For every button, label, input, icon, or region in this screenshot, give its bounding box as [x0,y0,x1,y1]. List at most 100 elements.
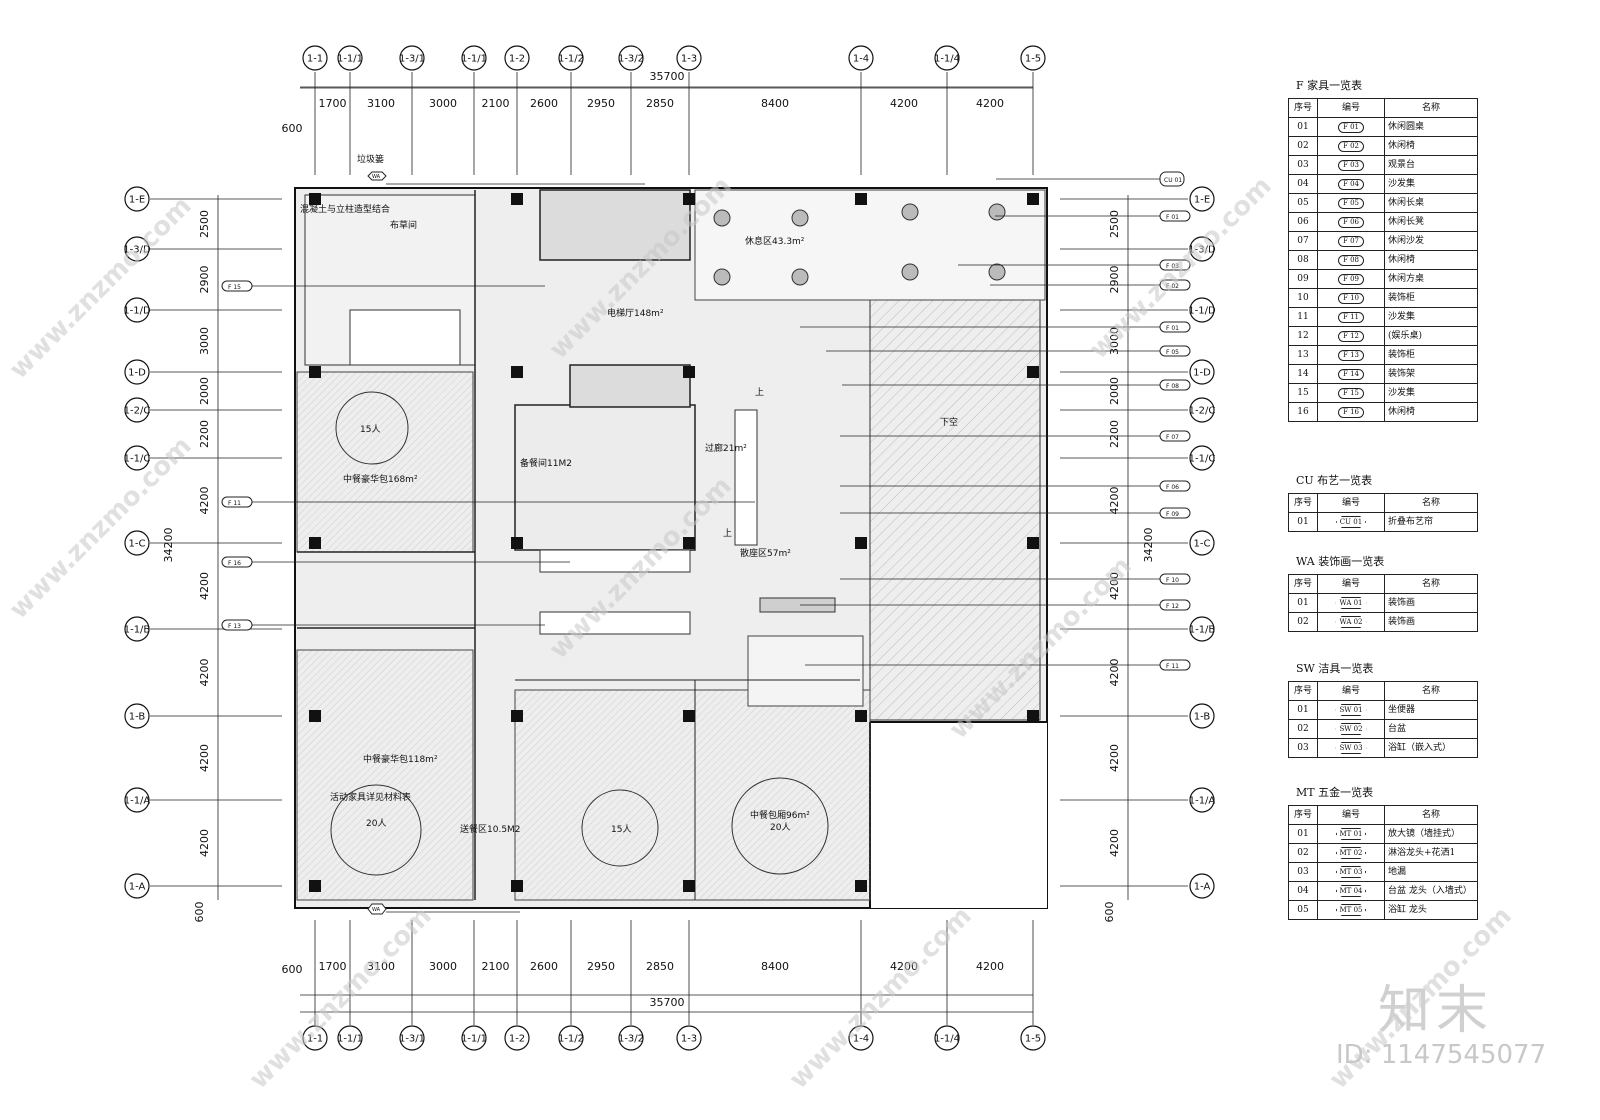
column-axis-bubble: 1-3/1 [399,45,425,71]
edge-offset-label: 600 [282,963,303,976]
svg-text:1-3: 1-3 [681,1034,697,1045]
total-height-label: 34200 [162,528,175,563]
table-cell: 休闲圆桌 [1384,117,1478,137]
column-spacing-label: 8400 [761,960,789,973]
column-axis-bubble: 1-1/1 [337,45,363,71]
tag-cu01: CU 01 [996,171,1185,187]
table-cell: 16 [1288,402,1318,422]
row-axis-bubble: 1-1/C [124,445,150,471]
table-cell: 装饰架 [1384,364,1478,384]
table-cell: F 15 [1317,383,1385,403]
svg-text:1-1/A: 1-1/A [124,796,151,807]
row-axis-bubble: 1-2/C [1189,397,1216,423]
svg-text:1-3/1: 1-3/1 [399,54,425,65]
row-axis-bubble: 1-3/D [123,236,151,262]
table-cell: 11 [1288,307,1318,327]
table-cell: CU 01 [1317,512,1385,532]
table-cell: 01 [1288,593,1318,613]
table-header-row: 序号编号名称 [1288,98,1478,118]
column-spacing-label: 4200 [976,960,1004,973]
table-cell: 09 [1288,269,1318,289]
table-header-cell: 名称 [1384,98,1478,118]
svg-text:1-1/1: 1-1/1 [337,1034,363,1045]
svg-text:1-1/D: 1-1/D [123,306,151,317]
table-cell: SW 02 [1317,719,1385,739]
item-code-tag: MT 02 [1335,847,1367,859]
svg-text:F 01: F 01 [1166,325,1179,332]
structural-column [1027,710,1039,722]
label-partial: 混凝土与立柱造型结合 [300,203,390,215]
svg-text:1-5: 1-5 [1025,54,1041,65]
structural-column [855,880,867,892]
table-cell: 沙发集 [1384,307,1478,327]
table-cell: 02 [1288,612,1318,632]
row-axis-bubble: 1-3/D [1188,236,1216,262]
total-width-label: 35700 [650,70,685,83]
structural-column [309,537,321,549]
table-cell: 05 [1288,900,1318,920]
table-header-cell: 名称 [1384,574,1478,594]
column-spacing-label: 2100 [482,960,510,973]
column-spacing-label: 3000 [429,97,457,110]
svg-text:F 11: F 11 [228,500,241,507]
tag-f16: F 16 [221,556,570,568]
item-code-tag: SW 03 [1335,742,1367,754]
table-cell: WA 02 [1317,612,1385,632]
label-seating: 散座区57m² [740,547,791,559]
row-spacing-label: 2500 [198,210,211,238]
column-axes: 1-11-11-1/11-1/11-3/11-3/11-1/11-1/11-21… [302,45,1046,1051]
item-code-tag: F 05 [1338,198,1364,209]
label-private-room-d: 中餐包厢96m² [750,809,810,821]
item-code-tag: F 07 [1338,236,1364,247]
table-header-cell: 名称 [1384,493,1478,513]
table-cell: 浴缸（嵌入式） [1384,738,1478,758]
column-axis-bubble: 1-1/2 [558,45,584,71]
table-cell: 12 [1288,326,1318,346]
svg-text:1-2/C: 1-2/C [1189,406,1216,417]
column-spacing-label: 1700 [319,97,347,110]
column-axis-bubble: 1-1 [302,1025,328,1051]
table-cell: F 12 [1317,326,1385,346]
svg-text:WA: WA [372,907,381,913]
column-axis-bubble: 1-3/2 [618,45,644,71]
table-cell: F 01 [1317,117,1385,137]
structural-column [309,193,321,205]
label-note-b: 活动家具详见材料表 [330,791,411,803]
column-axis-bubble: 1-1/2 [558,1025,584,1051]
tag-f15: F 15 [221,280,545,292]
row-spacing-label: 4200 [198,487,211,515]
structural-column [855,537,867,549]
table-cell: F 07 [1317,231,1385,251]
item-code-tag: MT 01 [1335,828,1367,840]
structural-column [309,880,321,892]
tag-f07: F 07 [840,430,1191,442]
svg-text:1-3/1: 1-3/1 [399,1034,425,1045]
table-cell: 沙发集 [1384,174,1478,194]
item-code-tag: F 16 [1338,407,1364,418]
svg-text:F 07: F 07 [1166,434,1179,441]
table-cell: 01 [1288,512,1318,532]
label-private-room-a: 中餐豪华包168m² [343,473,418,485]
svg-text:F 12: F 12 [1166,603,1179,610]
label-service: 送餐区10.5M2 [460,823,521,835]
table-cell: 休闲长凳 [1384,212,1478,232]
row-axis-bubble: 1-B [124,703,150,729]
svg-text:F 08: F 08 [1166,383,1179,390]
table-cell: F 06 [1317,212,1385,232]
structural-column [683,880,695,892]
row-axis-bubble: 1-1/A [1189,787,1215,813]
tag-f05: F 05 [826,345,1191,357]
table-cell: 休闲长桌 [1384,193,1478,213]
table-cell: 03 [1288,155,1318,175]
table-cell: 04 [1288,174,1318,194]
structural-column [309,710,321,722]
column-axis-bubble: 1-5 [1020,45,1046,71]
svg-text:1-1/1: 1-1/1 [461,54,487,65]
